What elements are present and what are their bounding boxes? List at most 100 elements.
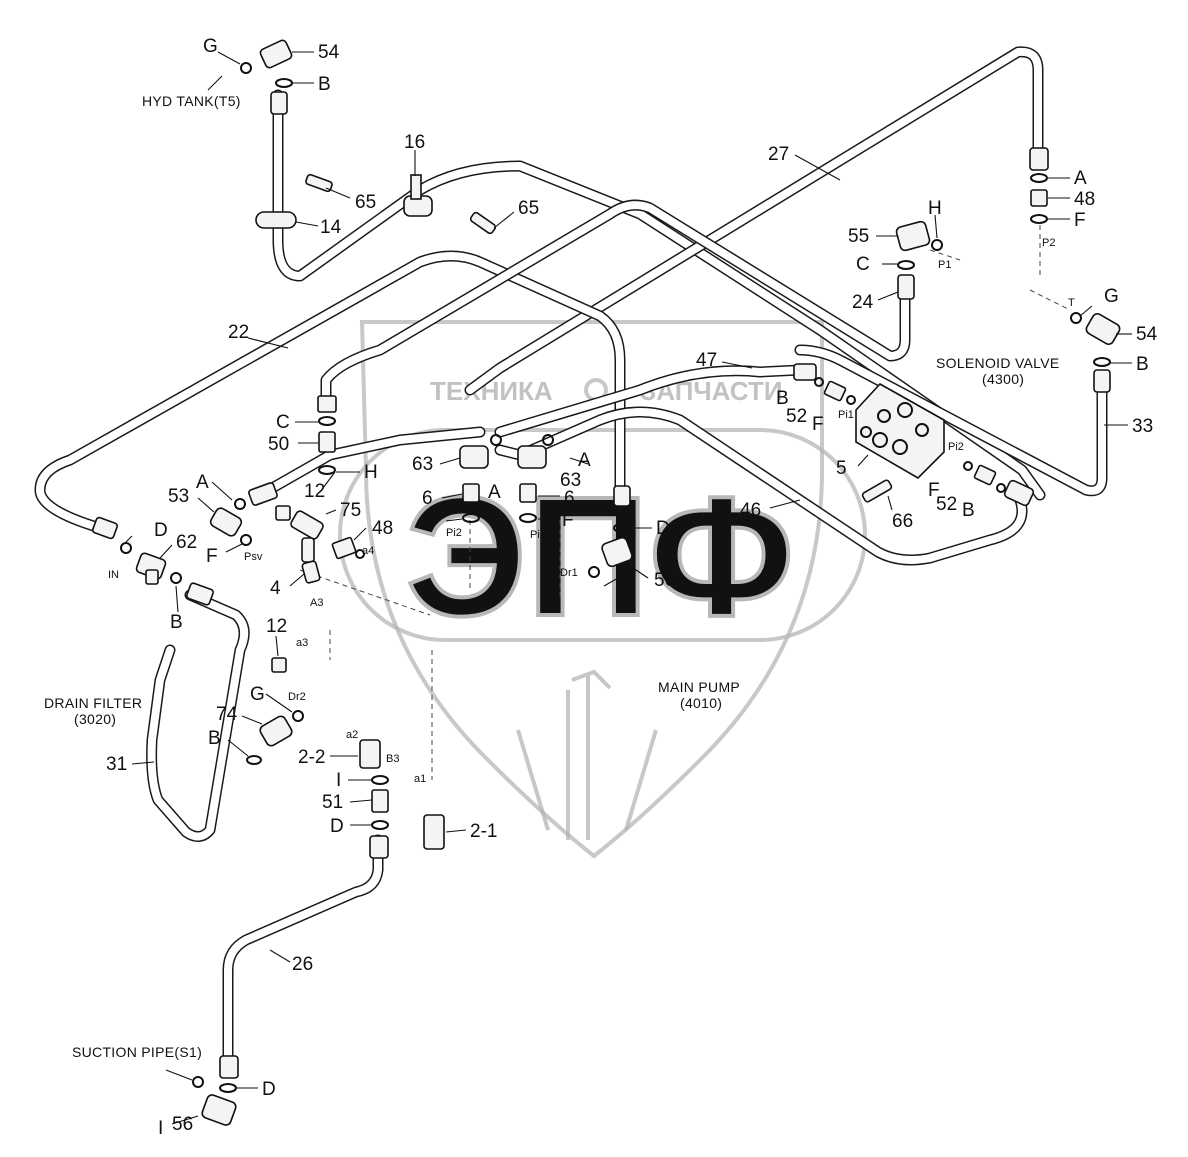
adapter-51 (371, 789, 389, 813)
label-12a: 12 (304, 481, 325, 502)
label-74: 74 (216, 704, 238, 725)
label-6a: 6 (422, 488, 433, 509)
label-54a: 54 (318, 42, 340, 63)
label-i-center: I (624, 582, 629, 603)
adapter-6b (519, 483, 537, 503)
tee-leg-75 (301, 537, 315, 563)
bolt-66 (861, 479, 893, 503)
label-b-valve2: B (962, 500, 975, 521)
port-a2: a2 (346, 729, 358, 741)
o-ring-a4 (355, 549, 365, 559)
label-b-top: B (318, 74, 331, 95)
fittings (91, 39, 1121, 1126)
hose-end-31 (186, 582, 214, 606)
label-63a: 63 (412, 454, 433, 475)
hose-end-46 (1003, 479, 1035, 507)
label-66: 66 (892, 511, 913, 532)
hose-end-24 (897, 274, 915, 300)
label-22: 22 (228, 322, 249, 343)
label-14: 14 (320, 217, 342, 238)
label-27: 27 (768, 144, 789, 165)
label-46: 46 (740, 500, 761, 521)
o-ring-d-left (120, 542, 132, 554)
solenoid-valve-block (855, 382, 945, 480)
o-ring-a-63a (490, 434, 502, 446)
port-a1: a1 (414, 773, 426, 785)
label-2-2: 2-2 (298, 747, 325, 768)
o-ring-b-lower (246, 755, 262, 765)
label-31: 31 (106, 754, 127, 775)
hose-end-33 (1093, 369, 1111, 393)
bolt-65a (305, 173, 333, 193)
callout-drain-code: (3020) (74, 711, 116, 727)
adapter-48-center (331, 536, 357, 560)
label-d-bottom: D (262, 1079, 276, 1100)
component-callouts: HYD TANK(T5) SOLENOID VALVE (4300) DRAIN… (44, 75, 1059, 1060)
port-pi2-valve: Pi2 (948, 441, 964, 453)
watermark-wheat-icon (516, 669, 658, 840)
label-a-63a: A (488, 482, 501, 503)
hose-end-a (1029, 147, 1049, 171)
o-ring-f-pi1 (519, 513, 537, 523)
label-63b: 63 (560, 470, 581, 491)
label-g-top: G (203, 36, 218, 57)
label-f-right: F (1074, 210, 1086, 231)
port-p1: P1 (938, 259, 951, 271)
dashed-leaders (299, 225, 1071, 780)
plug-12 (275, 505, 291, 521)
o-ring-g-lower (292, 710, 304, 722)
label-f-left: F (206, 546, 218, 567)
label-6b: 6 (564, 488, 575, 509)
label-f-valve: F (812, 414, 824, 435)
label-b-right: B (1136, 354, 1149, 375)
port-a4: a4 (362, 545, 374, 557)
o-ring-b-right (1093, 357, 1111, 367)
label-c-center: C (276, 412, 290, 433)
port-t: T (1068, 297, 1075, 309)
hose-lines (34, 46, 1108, 1066)
label-62: 62 (176, 532, 197, 553)
callout-main-pump: MAIN PUMP (658, 679, 740, 695)
hose-end-22 (613, 485, 631, 507)
label-i-bottom: I (158, 1118, 163, 1139)
label-f-valve2: F (928, 480, 940, 501)
label-d-lower: D (330, 816, 344, 837)
bolt-65b (469, 211, 497, 235)
port-a3-small: a3 (296, 637, 308, 649)
label-2-1: 2-1 (470, 821, 497, 842)
o-ring-g (240, 62, 252, 74)
pressure-sensor-2-2 (359, 739, 381, 769)
label-16: 16 (404, 132, 425, 153)
elbow-fitting-54-right (1085, 313, 1121, 345)
port-pi2: Pi2 (446, 527, 462, 539)
o-ring-b-valve2 (996, 483, 1006, 493)
watermark-shield (359, 320, 824, 859)
o-ring-a-left (234, 498, 246, 510)
clamp-14 (255, 211, 297, 229)
label-52a: 52 (786, 406, 807, 427)
o-ring-a-right (1030, 173, 1048, 183)
arrow-hyd-tank (207, 75, 223, 91)
elbow-fitting-53 (209, 507, 243, 537)
elbow-fitting-74 (259, 715, 293, 747)
callout-suction-pipe: SUCTION PIPE(S1) (72, 1044, 202, 1060)
label-48a: 48 (1074, 189, 1095, 210)
o-ring-f-pi2 (462, 513, 480, 523)
clamp-bracket-16 (410, 174, 422, 200)
port-b3: B3 (386, 753, 399, 765)
label-d-left: D (154, 520, 168, 541)
pressure-sensor-2-1 (423, 814, 445, 850)
hose-end-47 (793, 363, 817, 381)
hose-end-c (317, 395, 337, 413)
port-labels: P1 P2 T Pi1 Pi2 Pi2 Pi1 Dr1 Psv a4 A3 IN… (108, 237, 1075, 785)
o-ring-g-right (1070, 312, 1082, 324)
label-b-valve: B (776, 388, 789, 409)
o-ring-b-valve (814, 377, 824, 387)
label-48b: 48 (372, 518, 393, 539)
adapter-50 (318, 431, 336, 453)
adapter-6a (462, 483, 480, 503)
port-psv: Psv (244, 551, 263, 563)
label-f-pi1: F (562, 510, 574, 531)
o-ring-d-lower (371, 820, 389, 830)
label-26: 26 (292, 954, 313, 975)
